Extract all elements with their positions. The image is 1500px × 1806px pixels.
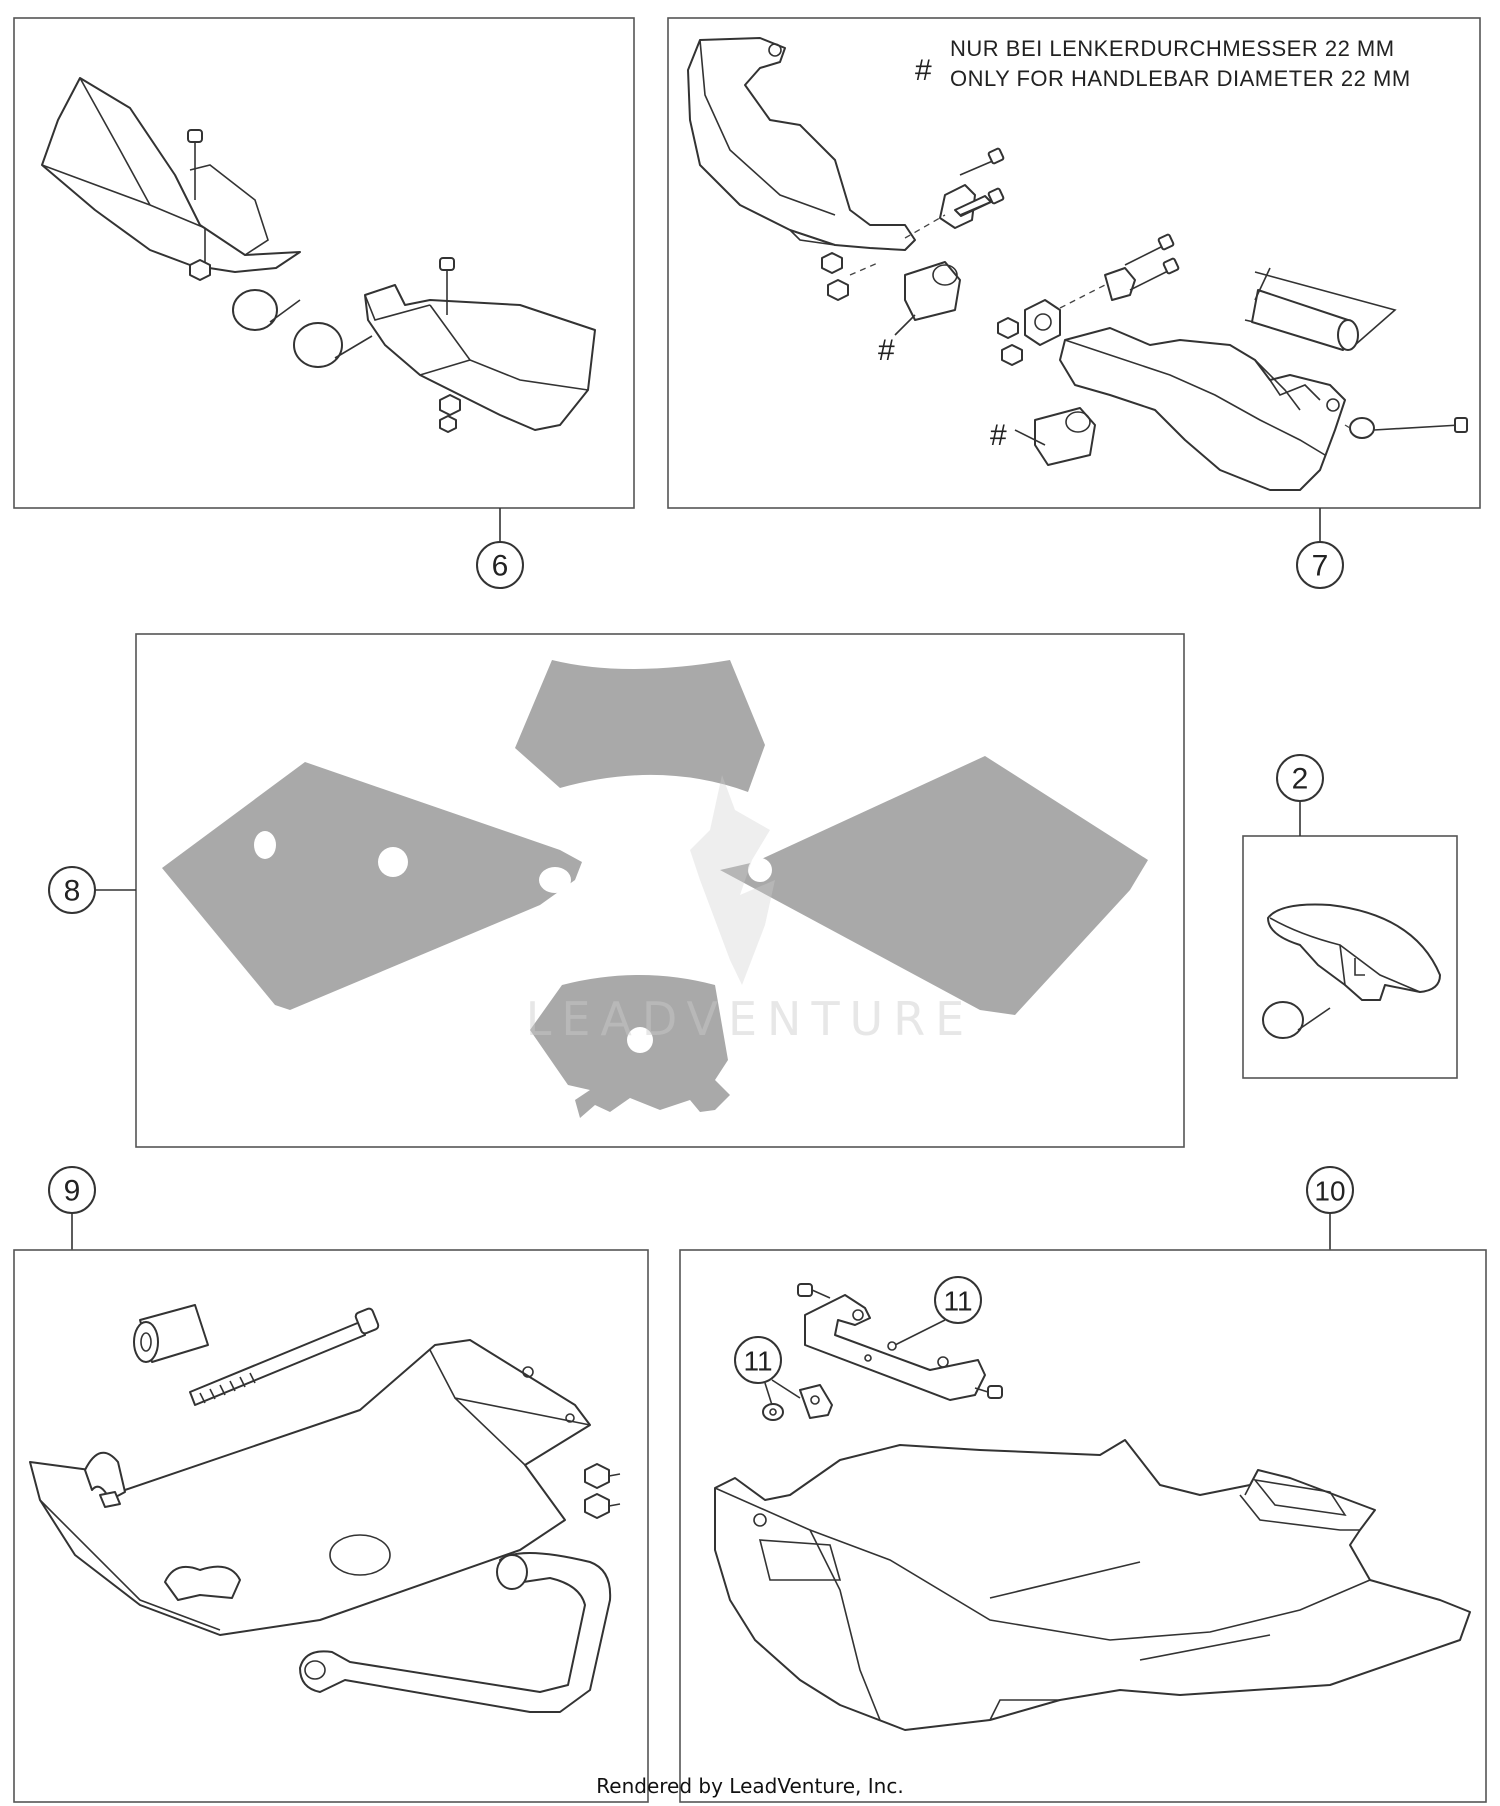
handlebar-tube-part xyxy=(1244,267,1397,351)
panel-7-handguards: # NUR BEI LENKERDURCHMESSER 22 MM ONLY F… xyxy=(667,17,1481,509)
nut-part xyxy=(997,317,1019,339)
panel-8-decal-kit: LEADVENTURE xyxy=(135,633,1185,1148)
lower-handguard-part xyxy=(1059,327,1346,491)
bolt-part xyxy=(1124,233,1175,266)
callout-2-circle xyxy=(1276,754,1324,802)
clamp-part xyxy=(1024,299,1061,346)
spacer-part xyxy=(904,261,961,321)
nut-part xyxy=(821,252,843,274)
callout-leader xyxy=(894,1319,946,1346)
hash-mark: # xyxy=(878,334,895,367)
spacer-tube-part xyxy=(133,1304,209,1363)
bolt-part xyxy=(439,257,455,315)
note-hash-symbol: # xyxy=(915,54,932,87)
hash-leader xyxy=(1014,429,1046,446)
cover-part xyxy=(1267,903,1441,1001)
callout-11-label: 11 xyxy=(743,1346,772,1377)
nut-part xyxy=(439,394,461,416)
callout-7-label: 7 xyxy=(1312,550,1329,583)
right-handguard-part xyxy=(364,284,596,431)
decal-left-side xyxy=(162,762,582,1010)
spring-nut-part xyxy=(799,1384,833,1419)
bolt-part xyxy=(584,1493,621,1519)
bolt-part xyxy=(187,129,203,200)
clamp-part xyxy=(1104,267,1136,301)
bolt-part xyxy=(974,1385,1003,1399)
assembly-line xyxy=(1059,284,1106,309)
decal-right-side xyxy=(720,756,1148,1015)
panel-6-handguards xyxy=(13,17,635,509)
mounting-clip-part xyxy=(84,1451,126,1508)
upper-handguard-part xyxy=(687,37,916,251)
hash-leader xyxy=(894,314,916,336)
note-line-english: ONLY FOR HANDLEBAR DIAMETER 22 MM xyxy=(950,66,1411,91)
callout-9-label: 9 xyxy=(64,1175,81,1208)
callout-6-circle xyxy=(476,541,524,589)
bolt-part xyxy=(959,147,1005,176)
bolt-part xyxy=(959,187,1005,216)
watermark-logo xyxy=(690,775,775,985)
mounting-clip-part xyxy=(164,1565,241,1601)
cable-tie-part xyxy=(1262,1001,1331,1039)
callout-2-label: 2 xyxy=(1292,763,1309,796)
callout-8-label: 8 xyxy=(64,875,81,908)
washer-part xyxy=(439,415,457,433)
bolt-part xyxy=(584,1463,621,1489)
panel-2-cover xyxy=(1242,835,1458,1079)
panel-6-frame xyxy=(13,17,635,509)
panel-10-skid-plate: 11 11 xyxy=(679,1249,1487,1803)
spacer-part xyxy=(1034,407,1096,466)
decal-bottom xyxy=(530,975,730,1118)
callout-leader xyxy=(764,1382,773,1406)
bolt-part xyxy=(1349,417,1468,439)
nut-part xyxy=(1001,344,1023,366)
left-handguard-part xyxy=(41,77,301,273)
washer-part xyxy=(762,1403,784,1421)
callout-leader xyxy=(771,1379,801,1399)
assembly-line xyxy=(1344,424,1351,429)
callout-11-circle xyxy=(734,1336,782,1384)
long-bolt-part xyxy=(189,1307,380,1406)
footer-rendered-by: Rendered by LeadVenture, Inc. xyxy=(596,1774,903,1798)
nut-part xyxy=(827,279,849,301)
watermark-text: LEADVENTURE xyxy=(526,992,975,1046)
callout-7-circle xyxy=(1296,541,1344,589)
assembly-line xyxy=(849,261,881,276)
hash-mark: # xyxy=(990,419,1007,452)
decal-front-plate xyxy=(515,660,765,792)
note-line-german: NUR BEI LENKERDURCHMESSER 22 MM xyxy=(950,36,1395,61)
nut-part xyxy=(189,259,211,281)
callout-6-label: 6 xyxy=(492,550,509,583)
assembly-line xyxy=(904,214,946,239)
bolt-part xyxy=(1129,257,1180,291)
callout-11-label: 11 xyxy=(943,1286,972,1317)
cable-tie-part xyxy=(293,322,373,368)
protection-bar-part xyxy=(299,1552,612,1713)
bolt-part xyxy=(797,1283,831,1299)
callout-10-label: 10 xyxy=(1314,1176,1345,1207)
skid-plate-part xyxy=(714,1439,1471,1731)
callout-11-circle xyxy=(934,1276,982,1324)
skid-plate-part xyxy=(29,1339,591,1636)
panel-9-skid-plate xyxy=(13,1249,649,1803)
cable-tie-part xyxy=(232,289,301,331)
bracket-part xyxy=(804,1294,986,1401)
